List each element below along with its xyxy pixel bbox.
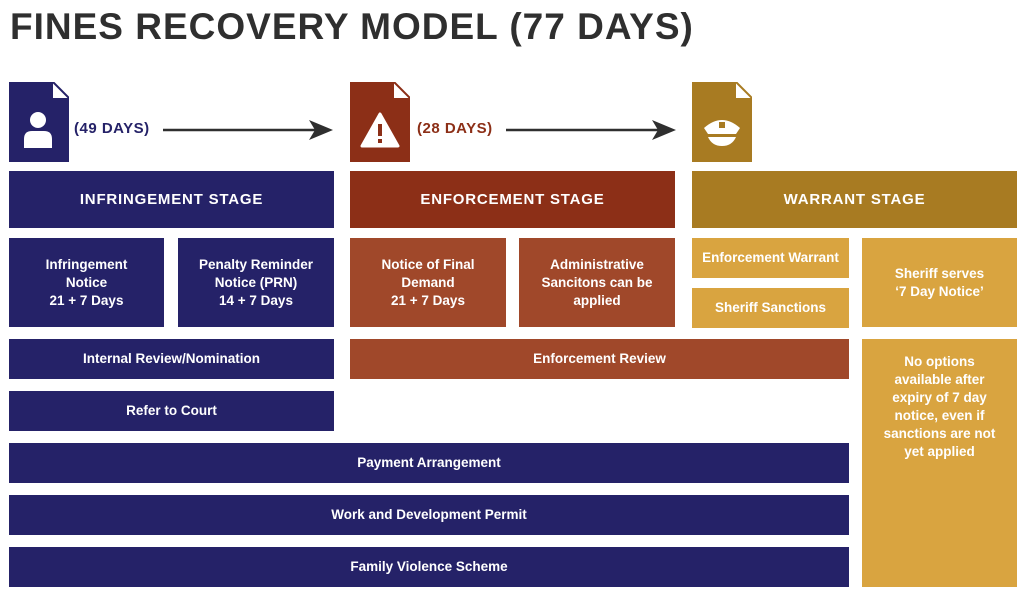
infringement-stage-header: INFRINGEMENT STAGE bbox=[9, 171, 334, 228]
enforcement-warrant-box: Enforcement Warrant bbox=[692, 238, 849, 278]
administrative-sanctions-box: Administrative Sancitons can be applied bbox=[519, 238, 675, 327]
no-options-available-box: No options available after expiry of 7 d… bbox=[862, 339, 1017, 587]
infringement-notice-box: Infringement Notice 21 + 7 Days bbox=[9, 238, 164, 327]
penalty-reminder-notice-box: Penalty Reminder Notice (PRN) 14 + 7 Day… bbox=[178, 238, 334, 327]
page-title: FINES RECOVERY MODEL (77 DAYS) bbox=[10, 6, 694, 47]
person-document-icon bbox=[9, 82, 69, 162]
notice-of-final-demand-box: Notice of Final Demand 21 + 7 Days bbox=[350, 238, 506, 327]
enforcement-days-label: (28 DAYS) bbox=[417, 120, 493, 137]
refer-to-court-bar: Refer to Court bbox=[9, 391, 334, 431]
arrow-right-icon bbox=[163, 120, 333, 140]
enforcement-review-bar: Enforcement Review bbox=[350, 339, 849, 379]
enforcement-stage-header: ENFORCEMENT STAGE bbox=[350, 171, 675, 228]
internal-review-nomination-bar: Internal Review/Nomination bbox=[9, 339, 334, 379]
warning-document-icon bbox=[350, 82, 410, 162]
payment-arrangement-bar: Payment Arrangement bbox=[9, 443, 849, 483]
work-development-permit-bar: Work and Development Permit bbox=[9, 495, 849, 535]
sheriff-serves-notice-box: Sheriff serves ‘7 Day Notice’ bbox=[862, 238, 1017, 327]
sheriff-cap-document-icon bbox=[692, 82, 752, 162]
sheriff-sanctions-box: Sheriff Sanctions bbox=[692, 288, 849, 328]
arrow-right-icon bbox=[506, 120, 676, 140]
infringement-days-label: (49 DAYS) bbox=[74, 120, 150, 137]
warrant-stage-header: WARRANT STAGE bbox=[692, 171, 1017, 228]
family-violence-scheme-bar: Family Violence Scheme bbox=[9, 547, 849, 587]
